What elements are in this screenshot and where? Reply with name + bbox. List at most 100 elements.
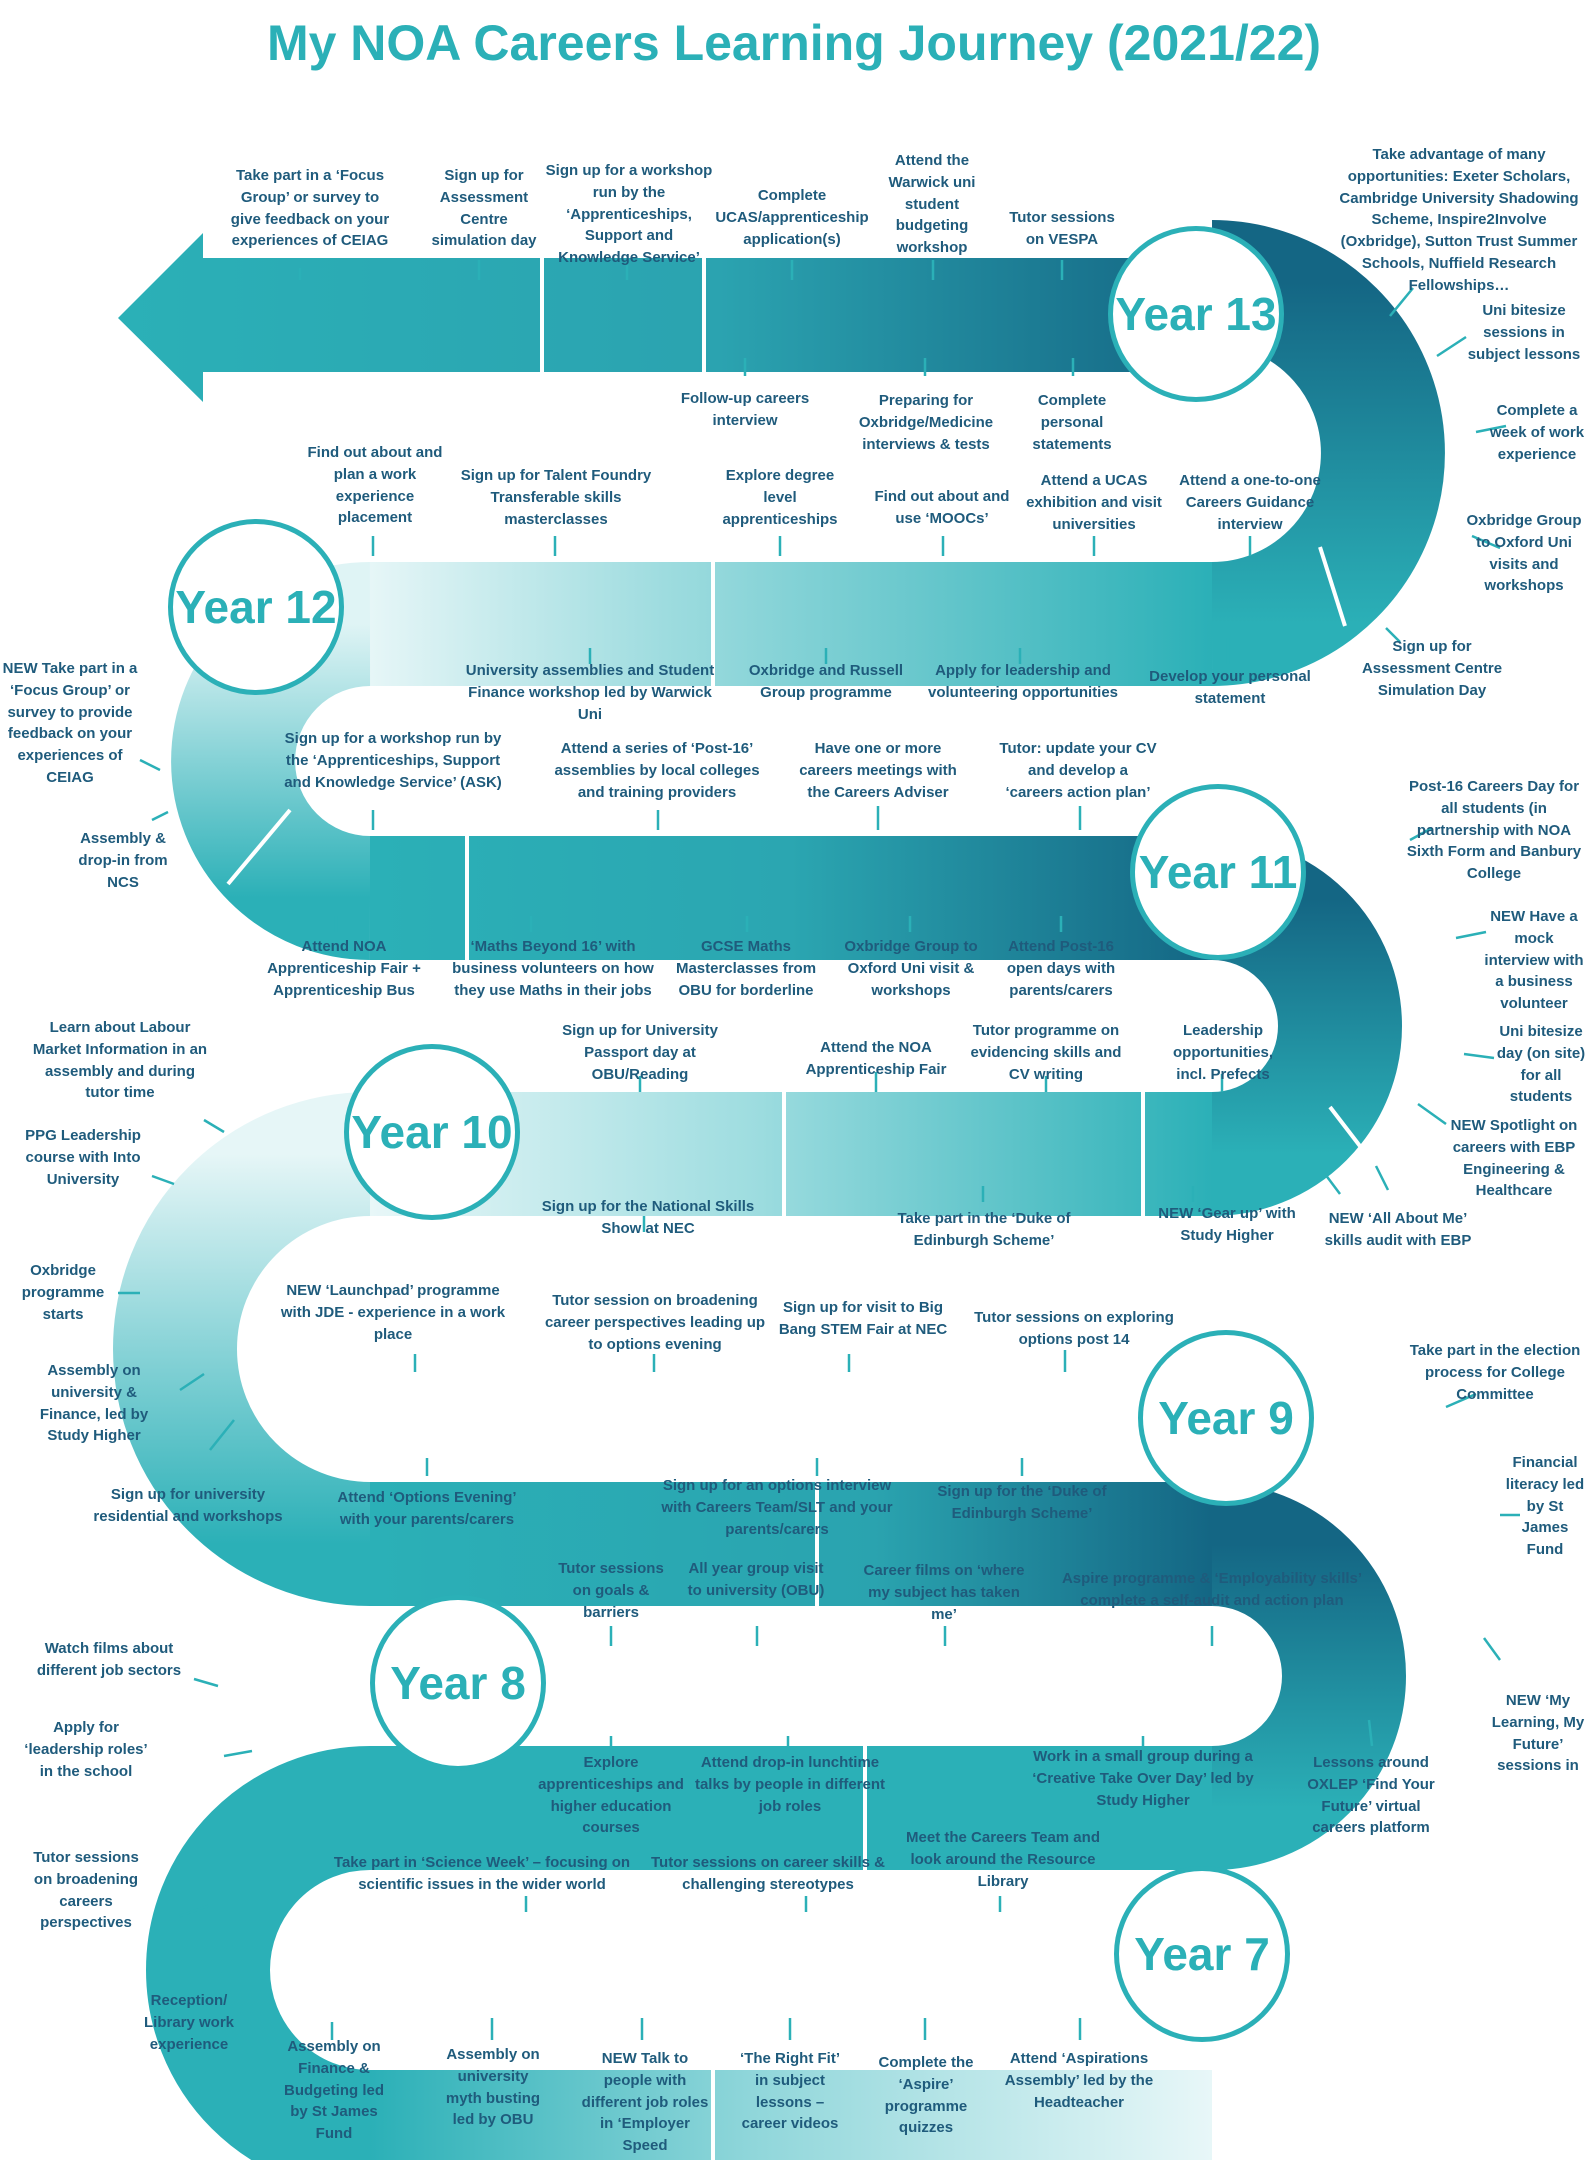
year-11-circle: Year 11 <box>1130 784 1306 960</box>
activity-label: Attend ‘Options Evening’ with your paren… <box>337 1489 517 1528</box>
activity-label: Post-16 Careers Day for all students (in… <box>1406 778 1582 882</box>
road-year-12 <box>370 562 1212 686</box>
road-bend-13-12 <box>1210 220 1445 686</box>
activity-label: NEW ‘Launchpad’ programme with JDE - exp… <box>280 1282 506 1343</box>
road-year-9 <box>370 1482 1212 1606</box>
activity-label: Attend drop-in lunchtime talks by people… <box>694 1754 886 1815</box>
activity-label: Attend NOA Apprenticeship Fair + Apprent… <box>267 938 421 999</box>
activity-label: University assemblies and Student Financ… <box>465 662 715 723</box>
activity-label: Work in a small group during a ‘Creative… <box>1032 1748 1254 1809</box>
activity-label: Assembly & drop-in from NCS <box>78 830 168 891</box>
activity-label: Assembly on Finance & Budgeting led by S… <box>284 2038 384 2142</box>
activity-label: Sign up for Assessment Centre simulation… <box>431 167 537 250</box>
year-9-label: Year 9 <box>1158 1392 1294 1444</box>
activity-label: PPG Leadership course with Into Universi… <box>25 1127 141 1188</box>
road-year-7 <box>370 2070 1212 2160</box>
activity-label: Tutor: update your CV and develop a ‘car… <box>999 740 1157 801</box>
activity-label: Take part in the ‘Duke of Edinburgh Sche… <box>897 1210 1071 1249</box>
activity-label: Follow-up careers interview <box>680 390 810 429</box>
activity-label: Reception/ Library work experience <box>143 1992 235 2053</box>
year-9-circle: Year 9 <box>1138 1330 1314 1506</box>
activity-label: Attend the NOA Apprenticeship Fair <box>805 1039 947 1078</box>
activity-label: Explore apprenticeships and higher educa… <box>538 1754 684 1837</box>
activity-label: Tutor sessions on VESPA <box>1009 209 1115 248</box>
page-title: My NOA Careers Learning Journey (2021/22… <box>266 15 1322 71</box>
activity-label: Take part in ‘Science Week’ – focusing o… <box>333 1854 631 1893</box>
activity-label: Sign up for university residential and w… <box>93 1486 283 1525</box>
road-year-8 <box>370 1746 1212 1870</box>
activity-label: Attend the Warwick uni student budgeting… <box>888 152 976 256</box>
road-bend-9-8 <box>1210 1482 1406 1870</box>
activity-label: Sign up for the ‘Duke of Edinburgh Schem… <box>937 1483 1107 1522</box>
activity-label: Complete a week of work experience <box>1489 402 1585 463</box>
activity-label: Meet the Careers Team and look around th… <box>906 1829 1100 1890</box>
activity-label: Take part in a ‘Focus Group’ or survey t… <box>230 167 390 250</box>
activity-label: Tutor sessions on broadening careers per… <box>33 1849 139 1932</box>
activity-label: NEW ‘All About Me’ skills audit with EBP <box>1324 1210 1472 1249</box>
activity-label: Sign up for University Passport day at O… <box>562 1022 718 1083</box>
activity-label: NEW Have a mock interview with a busines… <box>1484 908 1584 1012</box>
activity-label: Tutor sessions on goals & barriers <box>558 1560 664 1621</box>
activity-label: Attend Post-16 open days with parents/ca… <box>1006 938 1116 999</box>
activity-label: Develop your personal statement <box>1149 668 1311 707</box>
activity-label: Lessons around OXLEP ‘Find Your Future’ … <box>1307 1754 1435 1837</box>
activity-label: Sign up for Talent Foundry Transferable … <box>460 467 652 528</box>
activity-label: NEW ‘My Learning, My Future’ sessions in <box>1491 1692 1585 1775</box>
activity-label: Sign up for an options interview with Ca… <box>661 1477 893 1538</box>
activity-label: Find out about and use ‘MOOCs’ <box>874 488 1010 527</box>
activity-label: NEW Spotlight on careers with EBP Engine… <box>1450 1117 1578 1200</box>
activity-label: Preparing for Oxbridge/Medicine intervie… <box>858 392 994 453</box>
activity-label: Sign up for the National Skills Show at … <box>541 1198 755 1237</box>
year-12-circle: Year 12 <box>168 519 344 695</box>
year-10-label: Year 10 <box>351 1106 513 1158</box>
activity-label: Attend a one-to-one Careers Guidance int… <box>1179 472 1321 533</box>
activity-label: NEW ‘Gear up’ with Study Higher <box>1158 1205 1296 1244</box>
activity-label: ‘The Right Fit’ in subject lessons – car… <box>740 2050 840 2133</box>
activity-label: Leadership opportunities, incl. Prefects <box>1173 1022 1273 1083</box>
year-7-label: Year 7 <box>1134 1928 1270 1980</box>
activity-label: Attend a UCAS exhibition and visit unive… <box>1026 472 1162 533</box>
activity-label: Find out about and plan a work experienc… <box>307 444 443 527</box>
road-bend-8-7 <box>146 1746 372 2160</box>
activity-label: Oxbridge and Russell Group programme <box>748 662 904 701</box>
activity-label: Uni bitesize day (on site) for all stude… <box>1496 1023 1586 1106</box>
activity-label: Take advantage of many opportunities: Ex… <box>1339 146 1579 294</box>
activity-label: Tutor session on broadening career persp… <box>544 1292 766 1353</box>
activity-label: Financial literacy led by St James Fund <box>1505 1454 1585 1558</box>
activity-label: Tutor sessions on career skills & challe… <box>651 1854 885 1893</box>
activity-label: Complete UCAS/apprenticeship application… <box>715 187 869 248</box>
activity-label: Oxbridge programme starts <box>21 1262 105 1323</box>
road-year-13 <box>118 233 1212 402</box>
activity-label: ‘Maths Beyond 16’ with business voluntee… <box>452 938 654 999</box>
activity-label: Watch films about different job sectors <box>36 1640 182 1679</box>
activity-label: NEW Take part in a ‘Focus Group’ or surv… <box>2 660 138 786</box>
activity-label: Attend ‘Aspirations Assembly’ led by the… <box>1004 2050 1154 2111</box>
activity-label: GCSE Maths Masterclasses from OBU for bo… <box>675 938 817 999</box>
activity-label: Assembly on university & Finance, led by… <box>39 1362 149 1445</box>
road-year-11 <box>370 836 1212 960</box>
activity-label: Uni bitesize sessions in subject lessons <box>1467 302 1581 363</box>
activity-label: Sign up for Assessment Centre Simulation… <box>1361 638 1503 699</box>
activity-label: Explore degree level apprenticeships <box>722 467 838 528</box>
activity-label: Take part in the election process for Co… <box>1409 1342 1581 1403</box>
year-13-label: Year 13 <box>1115 288 1277 340</box>
year-8-circle: Year 8 <box>370 1595 546 1771</box>
activity-label: Sign up for a workshop run by the ‘Appre… <box>545 162 713 266</box>
activity-label: Aspire programme & ‘Employability skills… <box>1061 1570 1363 1609</box>
activity-label: Tutor sessions on exploring options post… <box>974 1309 1174 1348</box>
activity-label: All year group visit to university (OBU) <box>687 1560 825 1599</box>
activity-label: NEW Talk to people with different job ro… <box>581 2050 709 2154</box>
activity-label: Apply for leadership and volunteering op… <box>928 662 1118 701</box>
activity-label: Career films on ‘where my subject has ta… <box>863 1562 1025 1623</box>
activity-label: Complete personal statements <box>1032 392 1112 453</box>
activity-label: Have one or more careers meetings with t… <box>799 740 957 801</box>
year-13-circle: Year 13 <box>1108 226 1284 402</box>
road-bend-10-9 <box>113 1092 372 1606</box>
activity-label: Oxbridge Group to Oxford Uni visit & wor… <box>844 938 978 999</box>
activity-label: Sign up for a workshop run by the ‘Appre… <box>284 730 502 791</box>
year-11-label: Year 11 <box>1138 846 1298 898</box>
activity-label: Tutor programme on evidencing skills and… <box>970 1022 1122 1083</box>
activity-label: Apply for ‘leadership roles’ in the scho… <box>24 1719 148 1780</box>
activity-label: Learn about Labour Market Information in… <box>32 1019 208 1102</box>
